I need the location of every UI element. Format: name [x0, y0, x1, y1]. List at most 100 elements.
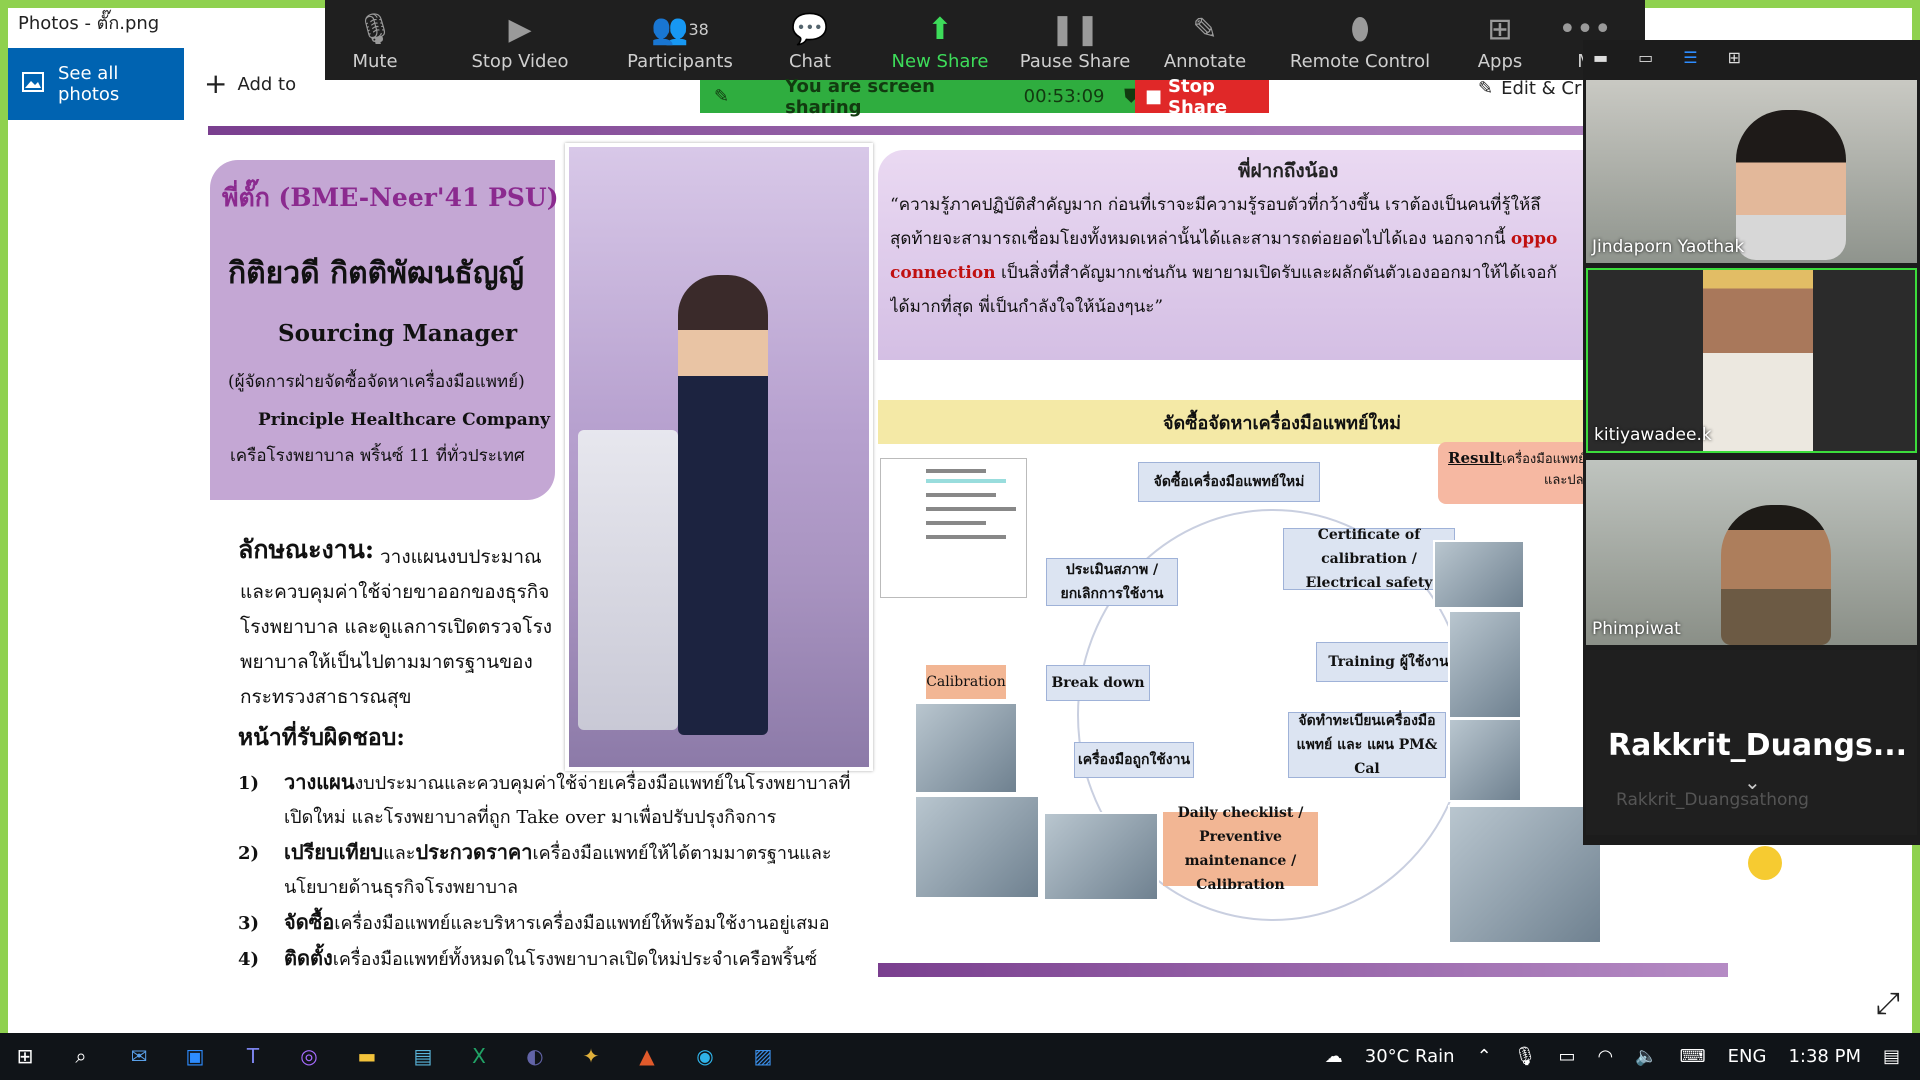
zoom-app-icon[interactable]: ▣: [185, 1044, 205, 1068]
participants-button[interactable]: 👥38 Participants: [627, 12, 733, 73]
video-panel: ▬ ▭ ☰ ⊞ Jindaporn Yaothak kitiyawadee.k …: [1583, 40, 1920, 845]
add-to-button[interactable]: + Add to: [204, 64, 296, 104]
windows-start-icon[interactable]: ⊞: [16, 1044, 34, 1068]
clock[interactable]: 1:38 PM: [1788, 1046, 1861, 1067]
chevron-down-icon[interactable]: ⌄: [1744, 770, 1761, 794]
dialysis-machine-image: [578, 430, 678, 730]
remote-control-button[interactable]: ⬮ Remote Control: [1289, 12, 1431, 73]
see-all-photos-button[interactable]: See all photos: [8, 48, 184, 120]
responsibilities-list: 1)วางแผนงบประมาณและควบคุมค่าใช้จ่ายเครื่…: [238, 765, 878, 977]
mute-button[interactable]: 🎙 Mute: [352, 12, 398, 73]
pencil-icon: ✎: [1192, 12, 1218, 47]
app-icon[interactable]: ✦: [582, 1044, 600, 1068]
edit-create-button[interactable]: ✎ Edit & Cr: [1478, 78, 1581, 99]
technician-photo: [1043, 812, 1159, 901]
app-icon[interactable]: ◐: [526, 1044, 544, 1068]
view-switcher[interactable]: ▬ ▭ ☰ ⊞: [1593, 48, 1741, 67]
list-item-cont: เปิดใหม่ และโรงพยาบาลที่ถูก Take over มา…: [284, 807, 777, 828]
microphone-icon[interactable]: 🎙: [1513, 1046, 1537, 1067]
edge-icon[interactable]: ◉: [696, 1044, 714, 1068]
incubator-photo: [1448, 805, 1602, 944]
annotate-button[interactable]: ✎ Annotate: [1163, 12, 1247, 73]
apps-icon: ⊞: [1487, 12, 1513, 47]
edit-create-label: Edit & Cr: [1501, 78, 1582, 99]
profile-name: กิติยวดี กิตติพัฒนธัญญ์: [228, 256, 524, 291]
thumbnail-view-icon[interactable]: ▭: [1638, 48, 1654, 67]
share-arrow-icon: ⬆: [927, 12, 953, 47]
window-title: Photos - ตั๊ก.png: [18, 13, 160, 34]
flow-node-purchase: จัดซื้อเครื่องมือแพทย์ใหม่: [1138, 462, 1320, 502]
zoom-toolbar: 🎙 Mute ▶ Stop Video 👥38 Participants 💬 C…: [325, 0, 1645, 80]
messenger-icon[interactable]: ◎: [300, 1044, 318, 1068]
quote-title: พี่ฝากถึงน้อง: [1238, 160, 1339, 182]
new-share-button[interactable]: ⬆ New Share: [891, 12, 989, 73]
profile-role-thai: (ผู้จัดการฝ่ายจัดซื้อจัดหาเครื่องมือแพทย…: [228, 372, 525, 392]
list-item: 1)วางแผนงบประมาณและควบคุมค่าใช้จ่ายเครื่…: [238, 770, 851, 794]
flow-title: จัดซื้อจัดหาเครื่องมือแพทย์ใหม่: [1163, 413, 1402, 434]
flow-node-breakdown: Break down: [1046, 665, 1150, 701]
flow-node-calibration: Calibration: [926, 665, 1006, 699]
flow-node-in-use: เครื่องมือถูกใช้งาน: [1074, 742, 1194, 778]
system-tray: ☁ 30°C Rain ⌃ 🎙 ▭ ◠ 🔈 ⌨ ENG 1:38 PM ▤: [1325, 1033, 1900, 1080]
profile-nickname: พี่ตั๊ก (BME-Neer'41 PSU): [222, 183, 559, 212]
battery-icon[interactable]: ▭: [1558, 1046, 1576, 1067]
teams-icon[interactable]: T: [246, 1044, 260, 1068]
pause-icon: ❚❚: [1049, 12, 1101, 47]
mouse-cursor-highlight: [1748, 846, 1782, 880]
notes-icon[interactable]: ▤: [413, 1044, 433, 1068]
mail-icon[interactable]: ✉: [130, 1044, 148, 1068]
flow-node-certificate: Certificate of calibration / Electrical …: [1283, 527, 1455, 591]
profile-company-thai: เครือโรงพยาบาล พริ้นซ์ 11 ที่ทั่วประเทศ: [230, 446, 525, 466]
chevron-up-icon[interactable]: ⌃: [1476, 1046, 1492, 1067]
participant-tile[interactable]: Jindaporn Yaothak: [1586, 80, 1917, 263]
wifi-icon[interactable]: ◠: [1597, 1046, 1614, 1067]
profile-card: [210, 160, 555, 500]
pause-share-button[interactable]: ❚❚ Pause Share: [1019, 12, 1131, 73]
flow-node-registry: จัดทำทะเบียนเครื่องมือแพทย์ และ แผน PM& …: [1288, 712, 1446, 778]
participants-count: 38: [688, 20, 709, 39]
matlab-icon[interactable]: ▲: [639, 1044, 655, 1068]
gallery-view-icon[interactable]: ⊞: [1727, 48, 1741, 67]
characteristics-text: วางแผนงบประมาณและควบคุมค่าใช้จ่ายขาออกขอ…: [240, 546, 553, 708]
share-icon: ✎: [714, 86, 730, 107]
expand-icon[interactable]: ⤢: [1876, 986, 1900, 1021]
mouse-icon: ⬮: [1350, 12, 1370, 47]
microphone-icon: 🎙: [355, 12, 395, 47]
chat-button[interactable]: 💬 Chat: [788, 12, 832, 73]
search-icon[interactable]: ⌕: [75, 1044, 87, 1068]
edit-wand-icon: ✎: [1478, 78, 1494, 99]
photos-app-icon[interactable]: ▨: [753, 1044, 773, 1068]
participant-subname: Rakkrit_Duangsathong: [1616, 790, 1809, 810]
add-to-label: Add to: [237, 73, 297, 95]
volume-icon[interactable]: 🔈: [1635, 1046, 1658, 1067]
share-timer: 00:53:09: [1023, 86, 1105, 107]
file-explorer-icon[interactable]: ▬: [357, 1044, 377, 1068]
list-item: 2)เปรียบเทียบและประกวดราคาเครื่องมือแพทย…: [238, 840, 832, 864]
speaker-view-icon[interactable]: ☰: [1683, 48, 1698, 67]
shield-icon: ⛊: [1124, 86, 1139, 107]
weather-icon[interactable]: ☁: [1324, 1046, 1343, 1067]
quote-text: “ความรู้ภาคปฏิบัติสำคัญมาก ก่อนที่เราจะม…: [890, 195, 1558, 317]
excel-icon[interactable]: X: [472, 1044, 486, 1068]
language-indicator[interactable]: ENG: [1727, 1046, 1767, 1067]
chat-icon: 💬: [791, 12, 829, 47]
apps-button[interactable]: ⊞ Apps: [1477, 12, 1523, 73]
person-figure: [678, 275, 768, 735]
slide-bottom-bar: [878, 963, 1728, 977]
weather-temp[interactable]: 30°C Rain: [1364, 1046, 1455, 1067]
profile-role: Sourcing Manager: [278, 320, 518, 347]
notification-icon[interactable]: ▤: [1882, 1046, 1900, 1067]
flow-node-evaluate: ประเมินสภาพ / ยกเลิกการใช้งาน: [1046, 558, 1178, 606]
keyboard-icon[interactable]: ⌨: [1679, 1046, 1706, 1067]
participant-tile[interactable]: Phimpiwat: [1586, 460, 1917, 645]
plus-icon: +: [204, 67, 228, 100]
participant-tile[interactable]: Rakkrit_Duangs... Rakkrit_Duangsathong ⌄: [1586, 650, 1917, 835]
stop-video-button[interactable]: ▶ Stop Video: [471, 12, 569, 73]
participant-tile-active[interactable]: kitiyawadee.k: [1586, 268, 1917, 453]
stop-share-button[interactable]: ■ Stop Share: [1135, 76, 1269, 118]
participants-icon: 👥38: [651, 12, 709, 47]
minimize-icon[interactable]: ▬: [1593, 48, 1609, 67]
flow-node-training: Training ผู้ใช้งาน: [1316, 642, 1461, 682]
equipment-photo: [1448, 718, 1522, 802]
list-item-cont: นโยบายด้านธุรกิจโรงพยาบาล: [284, 877, 519, 898]
